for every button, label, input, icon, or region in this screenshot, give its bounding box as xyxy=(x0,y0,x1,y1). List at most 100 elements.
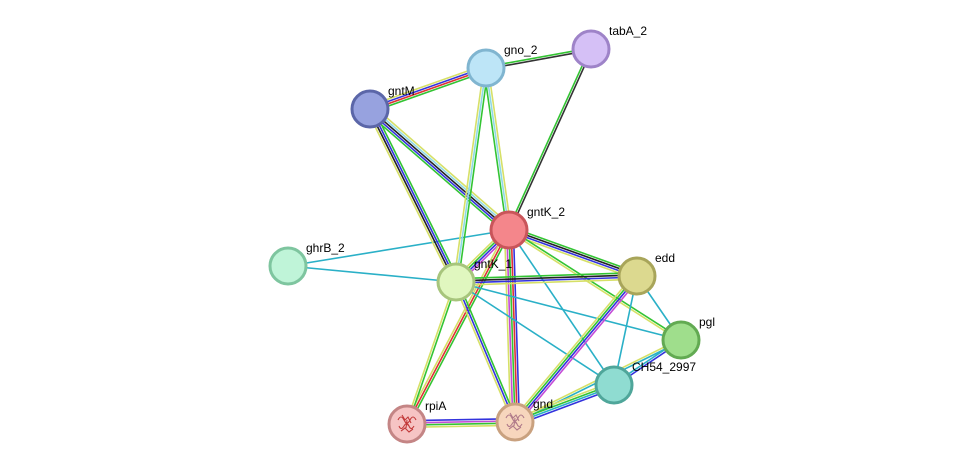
edge-ghrB_2-gntK_1[interactable] xyxy=(287,265,457,283)
edge-evidence-line xyxy=(456,276,638,284)
edge-evidence-line xyxy=(455,67,487,283)
node-circle[interactable] xyxy=(571,29,611,69)
edge-gntK_2-ghrB_2[interactable] xyxy=(287,229,510,267)
edge-evidence-line xyxy=(457,68,489,283)
edge-evidence-line xyxy=(368,109,456,283)
edge-evidence-line xyxy=(455,281,682,341)
edge-gntK_2-rpiA[interactable] xyxy=(404,228,512,426)
node-circle[interactable] xyxy=(350,89,390,129)
edge-gntK_2-tabA_2[interactable] xyxy=(507,48,593,231)
edge-gno_2-gntK_1[interactable] xyxy=(453,67,489,283)
node-circle[interactable] xyxy=(466,48,506,88)
protein-structure-icon xyxy=(505,412,525,431)
edge-gntM-gntK_1[interactable] xyxy=(366,107,460,284)
edge-evidence-line xyxy=(372,107,460,281)
edge-evidence-line xyxy=(455,274,637,282)
edge-evidence-line xyxy=(455,271,637,280)
edge-evidence-line xyxy=(507,48,591,230)
node-gntM[interactable]: gntM xyxy=(350,84,415,129)
edge-gntK_2-gnd[interactable] xyxy=(503,229,521,423)
node-label: gntM xyxy=(388,84,415,98)
edge-evidence-line xyxy=(507,230,681,342)
edge-evidence-line xyxy=(457,280,518,422)
edge-gntK_2-CH54_2997[interactable] xyxy=(508,229,615,386)
edge-evidence-line xyxy=(366,110,454,284)
edge-evidence-line xyxy=(508,230,637,278)
edge-gntK_1-rpiA[interactable] xyxy=(405,281,458,425)
node-label: ghrB_2 xyxy=(306,241,345,255)
edge-evidence-line xyxy=(509,228,683,340)
edge-gntK_2-gntM[interactable] xyxy=(366,105,513,234)
edge-evidence-line xyxy=(513,274,637,422)
edge-evidence-line xyxy=(509,226,639,274)
node-circle[interactable] xyxy=(436,262,476,302)
edge-evidence-line xyxy=(506,230,514,423)
edge-evidence-line xyxy=(511,273,636,421)
node-circle[interactable] xyxy=(617,256,657,296)
edge-evidence-line xyxy=(287,265,457,283)
edge-evidence-line xyxy=(510,229,518,422)
edge-evidence-line xyxy=(368,110,509,233)
edge-gntK_1-CH54_2997[interactable] xyxy=(455,281,615,386)
node-label: edd xyxy=(655,251,675,265)
protein-structure-icon xyxy=(397,414,417,433)
edge-evidence-line xyxy=(455,281,615,386)
edge-evidence-line xyxy=(370,106,511,229)
node-gntK_2[interactable]: gntK_2 xyxy=(489,205,565,250)
edge-evidence-line xyxy=(515,276,639,424)
edge-evidence-line xyxy=(368,64,486,107)
edge-evidence-line xyxy=(503,230,512,423)
edge-evidence-line xyxy=(405,281,456,424)
node-gntK_1[interactable]: gntK_1 xyxy=(436,257,512,302)
edge-evidence-line xyxy=(453,67,485,282)
edge-evidence-line xyxy=(453,282,514,424)
node-circle[interactable] xyxy=(489,210,529,250)
node-edd[interactable]: edd xyxy=(617,251,675,296)
edge-evidence-line xyxy=(370,68,487,111)
edge-evidence-line xyxy=(487,67,512,230)
edge-evidence-line xyxy=(406,229,510,425)
node-circle[interactable] xyxy=(661,320,701,360)
edge-evidence-line xyxy=(455,281,516,423)
node-gnd[interactable]: gnd xyxy=(495,397,553,442)
node-ghrB_2[interactable]: ghrB_2 xyxy=(268,241,345,286)
node-label: gnd xyxy=(533,397,553,411)
edge-evidence-line xyxy=(483,68,508,231)
node-pgl[interactable]: pgl xyxy=(661,315,715,360)
node-CH54_2997[interactable]: CH54_2997 xyxy=(594,360,696,405)
node-rpiA[interactable]: rpiA xyxy=(387,399,446,444)
node-tabA_2[interactable]: tabA_2 xyxy=(571,24,647,69)
edge-evidence-line xyxy=(508,229,615,386)
edge-gno_2-gntM[interactable] xyxy=(368,64,488,113)
edge-evidence-line xyxy=(366,111,507,234)
edge-evidence-line xyxy=(407,282,458,425)
edge-evidence-line xyxy=(456,278,638,287)
edge-gntK_1-pgl[interactable] xyxy=(455,281,682,341)
edge-evidence-line xyxy=(372,105,513,228)
edge-evidence-line xyxy=(512,229,521,422)
edge-evidence-line xyxy=(516,277,641,425)
edge-edd-gnd[interactable] xyxy=(511,273,641,425)
edge-gntK_1-gnd[interactable] xyxy=(453,280,518,424)
edge-gntK_2-edd[interactable] xyxy=(507,226,639,280)
edge-gntK_2-pgl[interactable] xyxy=(507,228,683,342)
edge-evidence-line xyxy=(508,229,516,423)
edge-gntK_2-gno_2[interactable] xyxy=(483,67,512,231)
node-label: rpiA xyxy=(425,399,446,413)
edge-evidence-line xyxy=(370,108,458,282)
node-label: gntK_1 xyxy=(474,257,512,271)
node-circle[interactable] xyxy=(594,365,634,405)
edge-evidence-line xyxy=(404,228,508,424)
node-circle[interactable] xyxy=(268,246,308,286)
node-label: CH54_2997 xyxy=(632,360,696,374)
node-label: gntK_2 xyxy=(527,205,565,219)
node-label: pgl xyxy=(699,315,715,329)
edge-evidence-line xyxy=(370,70,488,113)
node-gno_2[interactable]: gno_2 xyxy=(466,43,538,88)
nodes-layer: gntK_2 gno_2 tabA_2 gntM ghrB_2 gntK_1 edd pglC… xyxy=(268,24,715,444)
node-label: gno_2 xyxy=(504,43,538,57)
edge-evidence-line xyxy=(509,228,638,276)
edge-gntK_1-edd[interactable] xyxy=(455,271,638,287)
node-label: tabA_2 xyxy=(609,24,647,38)
